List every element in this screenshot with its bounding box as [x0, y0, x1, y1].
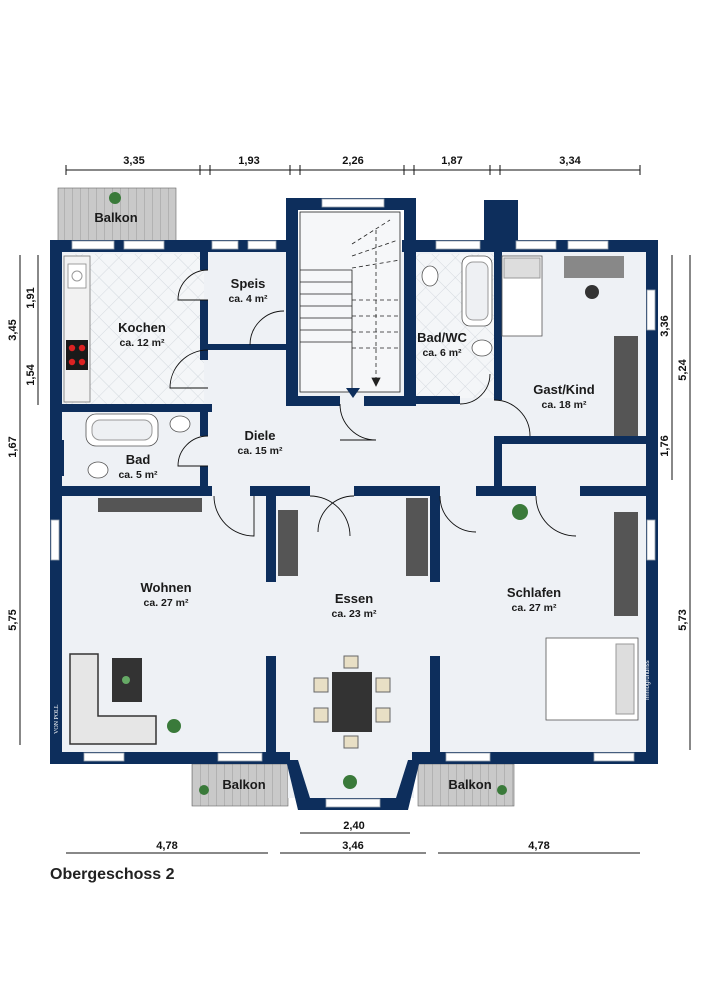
dim-right-1: 3,36: [659, 315, 671, 336]
dimension-lines: [19, 165, 691, 854]
room-name-diele: Diele: [244, 428, 275, 443]
room-name-speis: Speis: [231, 276, 266, 291]
room-area-diele: ca. 15 m²: [238, 445, 283, 457]
room-name-bad-wc: Bad/WC: [417, 330, 467, 345]
dim-right-3: 1,76: [659, 435, 671, 456]
room-area-bad: ca. 5 m²: [118, 469, 158, 481]
dim-top-1: 3,35: [123, 155, 144, 167]
dim-top-5: 3,34: [559, 155, 581, 167]
room-area-wohnen: ca. 27 m²: [144, 597, 189, 609]
brand-label: Immogrundriss: [645, 660, 651, 700]
dim-bottom-2: 3,46: [342, 840, 363, 852]
kitchen-counter: [63, 255, 91, 403]
dim-right-4: 5,73: [677, 609, 689, 630]
logo-text: VON POLL: [54, 704, 60, 735]
dim-bottom-1: 4,78: [156, 840, 177, 852]
staircase: [299, 211, 401, 393]
bedroom-furniture: [512, 504, 639, 721]
room-labels: Balkon Kochen ca. 12 m² Speis ca. 4 m² B…: [94, 210, 594, 792]
dim-top-4: 1,87: [441, 155, 462, 167]
room-name-bad: Bad: [126, 452, 151, 467]
plant-icon: [109, 192, 121, 204]
room-name-gast-kind: Gast/Kind: [533, 382, 594, 397]
balcony-left: [191, 763, 289, 807]
room-name-kochen: Kochen: [118, 320, 166, 335]
dimension-labels: 3,35 1,93 2,26 1,87 3,34 3,45 1,91 1,54 …: [7, 155, 689, 852]
room-name-wohnen: Wohnen: [140, 580, 191, 595]
dim-left-4: 1,67: [7, 436, 19, 457]
room-area-essen: ca. 23 m²: [332, 608, 377, 620]
plant-icon: [497, 785, 507, 795]
room-name-balkon-top: Balkon: [94, 210, 137, 225]
balcony-right: [417, 763, 515, 807]
dim-bottom-3: 4,78: [528, 840, 549, 852]
dim-bottom-inner: 2,40: [343, 820, 364, 832]
dining-furniture: [278, 498, 428, 789]
guest-room-furniture: [501, 255, 638, 436]
dim-top-3: 2,26: [342, 155, 363, 167]
room-area-kochen: ca. 12 m²: [120, 337, 165, 349]
entrance-arrow-icon: [346, 388, 360, 398]
dim-left-3: 1,54: [25, 363, 37, 385]
bay-floor: [288, 750, 414, 798]
room-name-schlafen: Schlafen: [507, 585, 561, 600]
dim-left-5: 5,75: [7, 609, 19, 630]
room-name-balkon-right: Balkon: [448, 777, 491, 792]
room-area-schlafen: ca. 27 m²: [512, 602, 557, 614]
dim-left-1: 3,45: [7, 319, 19, 340]
dim-right-2: 5,24: [677, 358, 689, 380]
bathroom-fixtures: [85, 255, 493, 479]
plant-icon: [199, 785, 209, 795]
living-room-furniture: [69, 498, 202, 745]
dim-left-2: 1,91: [25, 287, 37, 308]
floor-title: Obergeschoss 2: [50, 866, 175, 883]
room-name-balkon-left: Balkon: [222, 777, 265, 792]
room-name-essen: Essen: [335, 591, 373, 606]
room-area-gast-kind: ca. 18 m²: [542, 399, 587, 411]
room-area-speis: ca. 4 m²: [228, 293, 268, 305]
windows: [50, 198, 656, 808]
dim-top-2: 1,93: [238, 155, 259, 167]
doors: [169, 269, 577, 537]
room-area-bad-wc: ca. 6 m²: [422, 347, 462, 359]
